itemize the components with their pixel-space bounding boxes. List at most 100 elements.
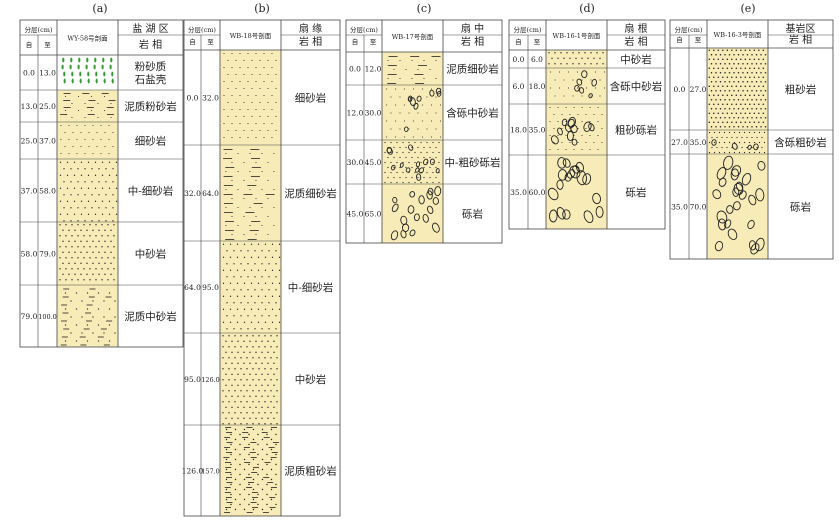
layer-from: 126.0 [182, 467, 204, 476]
facies-label: 砾岩 [462, 208, 483, 221]
lithology-fill [382, 52, 443, 85]
section-name: WB-18号剖面 [230, 31, 272, 40]
section-name: WB-17号剖面 [392, 32, 434, 41]
layer-to: 27.0 [690, 85, 707, 94]
to-header: 至 [370, 38, 377, 46]
layer-to: 65.0 [365, 210, 382, 219]
zone-name: 盐 湖 区 [132, 22, 168, 35]
layer-from: 0.0 [23, 69, 35, 78]
facies-label: 含砾中砂岩 [610, 80, 663, 93]
layer-to: 32.0 [202, 94, 219, 103]
layer-header: 分层(cm) [25, 25, 53, 34]
panel-label: (c) [417, 2, 432, 15]
to-header: 至 [534, 38, 541, 46]
facies-header: 岩 相 [789, 33, 812, 46]
layer-to: 100.0 [38, 313, 57, 321]
from-header: 自 [676, 35, 683, 44]
to-header: 至 [695, 36, 702, 44]
lithology-fill [220, 333, 281, 425]
lithology-fill [57, 159, 118, 222]
panel-label: (d) [579, 2, 595, 15]
lithology-fill [220, 145, 281, 241]
layer-from: 18.0 [510, 126, 527, 135]
layer-to: 18.0 [529, 82, 546, 91]
facies-header: 岩 相 [461, 35, 484, 48]
panel-frame [183, 19, 341, 517]
layer-from: 35.0 [671, 203, 688, 212]
facies-label: 粗砂岩 [785, 83, 817, 96]
zone-name: 扇 缘 [299, 22, 322, 35]
to-header: 至 [207, 38, 214, 46]
lithology-fill [57, 90, 118, 122]
lithology-fill [220, 50, 281, 145]
facies-label: 中-细砂岩 [288, 281, 334, 294]
lithology-fill [707, 154, 768, 259]
layer-to: 60.0 [529, 188, 546, 197]
facies-label: 中砂岩 [135, 248, 167, 261]
layer-from: 13.0 [21, 102, 38, 111]
lithology-fill [220, 241, 281, 333]
facies-label: 泥质细砂岩 [284, 187, 337, 200]
to-header: 至 [44, 41, 51, 49]
layer-from: 32.0 [184, 189, 201, 198]
facies-label: 砾岩 [626, 186, 647, 199]
layer-from: 35.0 [510, 188, 527, 197]
layer-to: 6.0 [531, 55, 543, 64]
layer-to: 64.0 [202, 189, 219, 198]
layer-from: 6.0 [513, 82, 525, 91]
zone-name: 基岩区 [786, 22, 816, 35]
facies-label: 泥质细砂岩 [446, 63, 499, 76]
layer-from: 0.0 [513, 55, 525, 64]
facies-label: 含砾粗砂岩 [774, 136, 827, 149]
section-name: WB-16-1号剖面 [553, 31, 601, 40]
layer-header: 分层(cm) [350, 25, 378, 34]
section-name: WB-16-3号剖面 [714, 30, 762, 39]
facies-label: 石盐壳 [135, 73, 167, 86]
layer-to: 58.0 [39, 187, 56, 196]
layer-from: 95.0 [184, 375, 201, 384]
layer-to: 37.0 [39, 137, 56, 146]
layer-from: 58.0 [21, 250, 38, 259]
panel-frame [345, 19, 503, 244]
layer-to: 30.0 [365, 109, 382, 118]
panel-frame [19, 19, 184, 348]
layer-from: 79.0 [21, 312, 38, 321]
layer-to: 13.0 [39, 69, 56, 78]
zone-name: 扇 根 [624, 22, 647, 35]
layer-to: 70.0 [690, 203, 707, 212]
facies-label: 中砂岩 [620, 53, 652, 66]
from-header: 自 [26, 40, 33, 49]
layer-to: 35.0 [529, 126, 546, 135]
layer-header: 分层(cm) [188, 25, 216, 34]
layer-header: 分层(cm) [514, 25, 542, 34]
layer-to: 79.0 [39, 250, 56, 259]
facies-label: 粉砂质 [135, 60, 167, 73]
layer-to: 126.0 [201, 376, 220, 384]
section-name: WY-58号剖面 [67, 34, 108, 43]
from-header: 自 [189, 37, 196, 46]
facies-label: 泥质中砂岩 [124, 310, 177, 323]
lithology-fill [57, 55, 118, 90]
facies-label: 泥质粗砂岩 [284, 465, 337, 478]
lithology-fill [546, 50, 607, 68]
layer-to: 45.0 [365, 158, 382, 167]
facies-label: 中砂岩 [295, 373, 327, 386]
layer-from: 0.0 [674, 85, 686, 94]
lithology-fill [220, 425, 281, 516]
zone-name: 扇 中 [461, 22, 484, 35]
facies-label: 细砂岩 [135, 135, 167, 148]
lithology-fill [57, 285, 118, 347]
from-header: 自 [352, 37, 359, 46]
panel-label: (a) [92, 2, 107, 15]
lithology-fill [707, 48, 768, 130]
panel-frame [508, 19, 666, 230]
panel-label: (e) [740, 2, 755, 15]
facies-label: 泥质粉砂岩 [124, 100, 177, 113]
layer-from: 12.0 [347, 109, 364, 118]
lithology-fill [546, 104, 607, 155]
facies-label: 中-细砂岩 [128, 185, 174, 198]
